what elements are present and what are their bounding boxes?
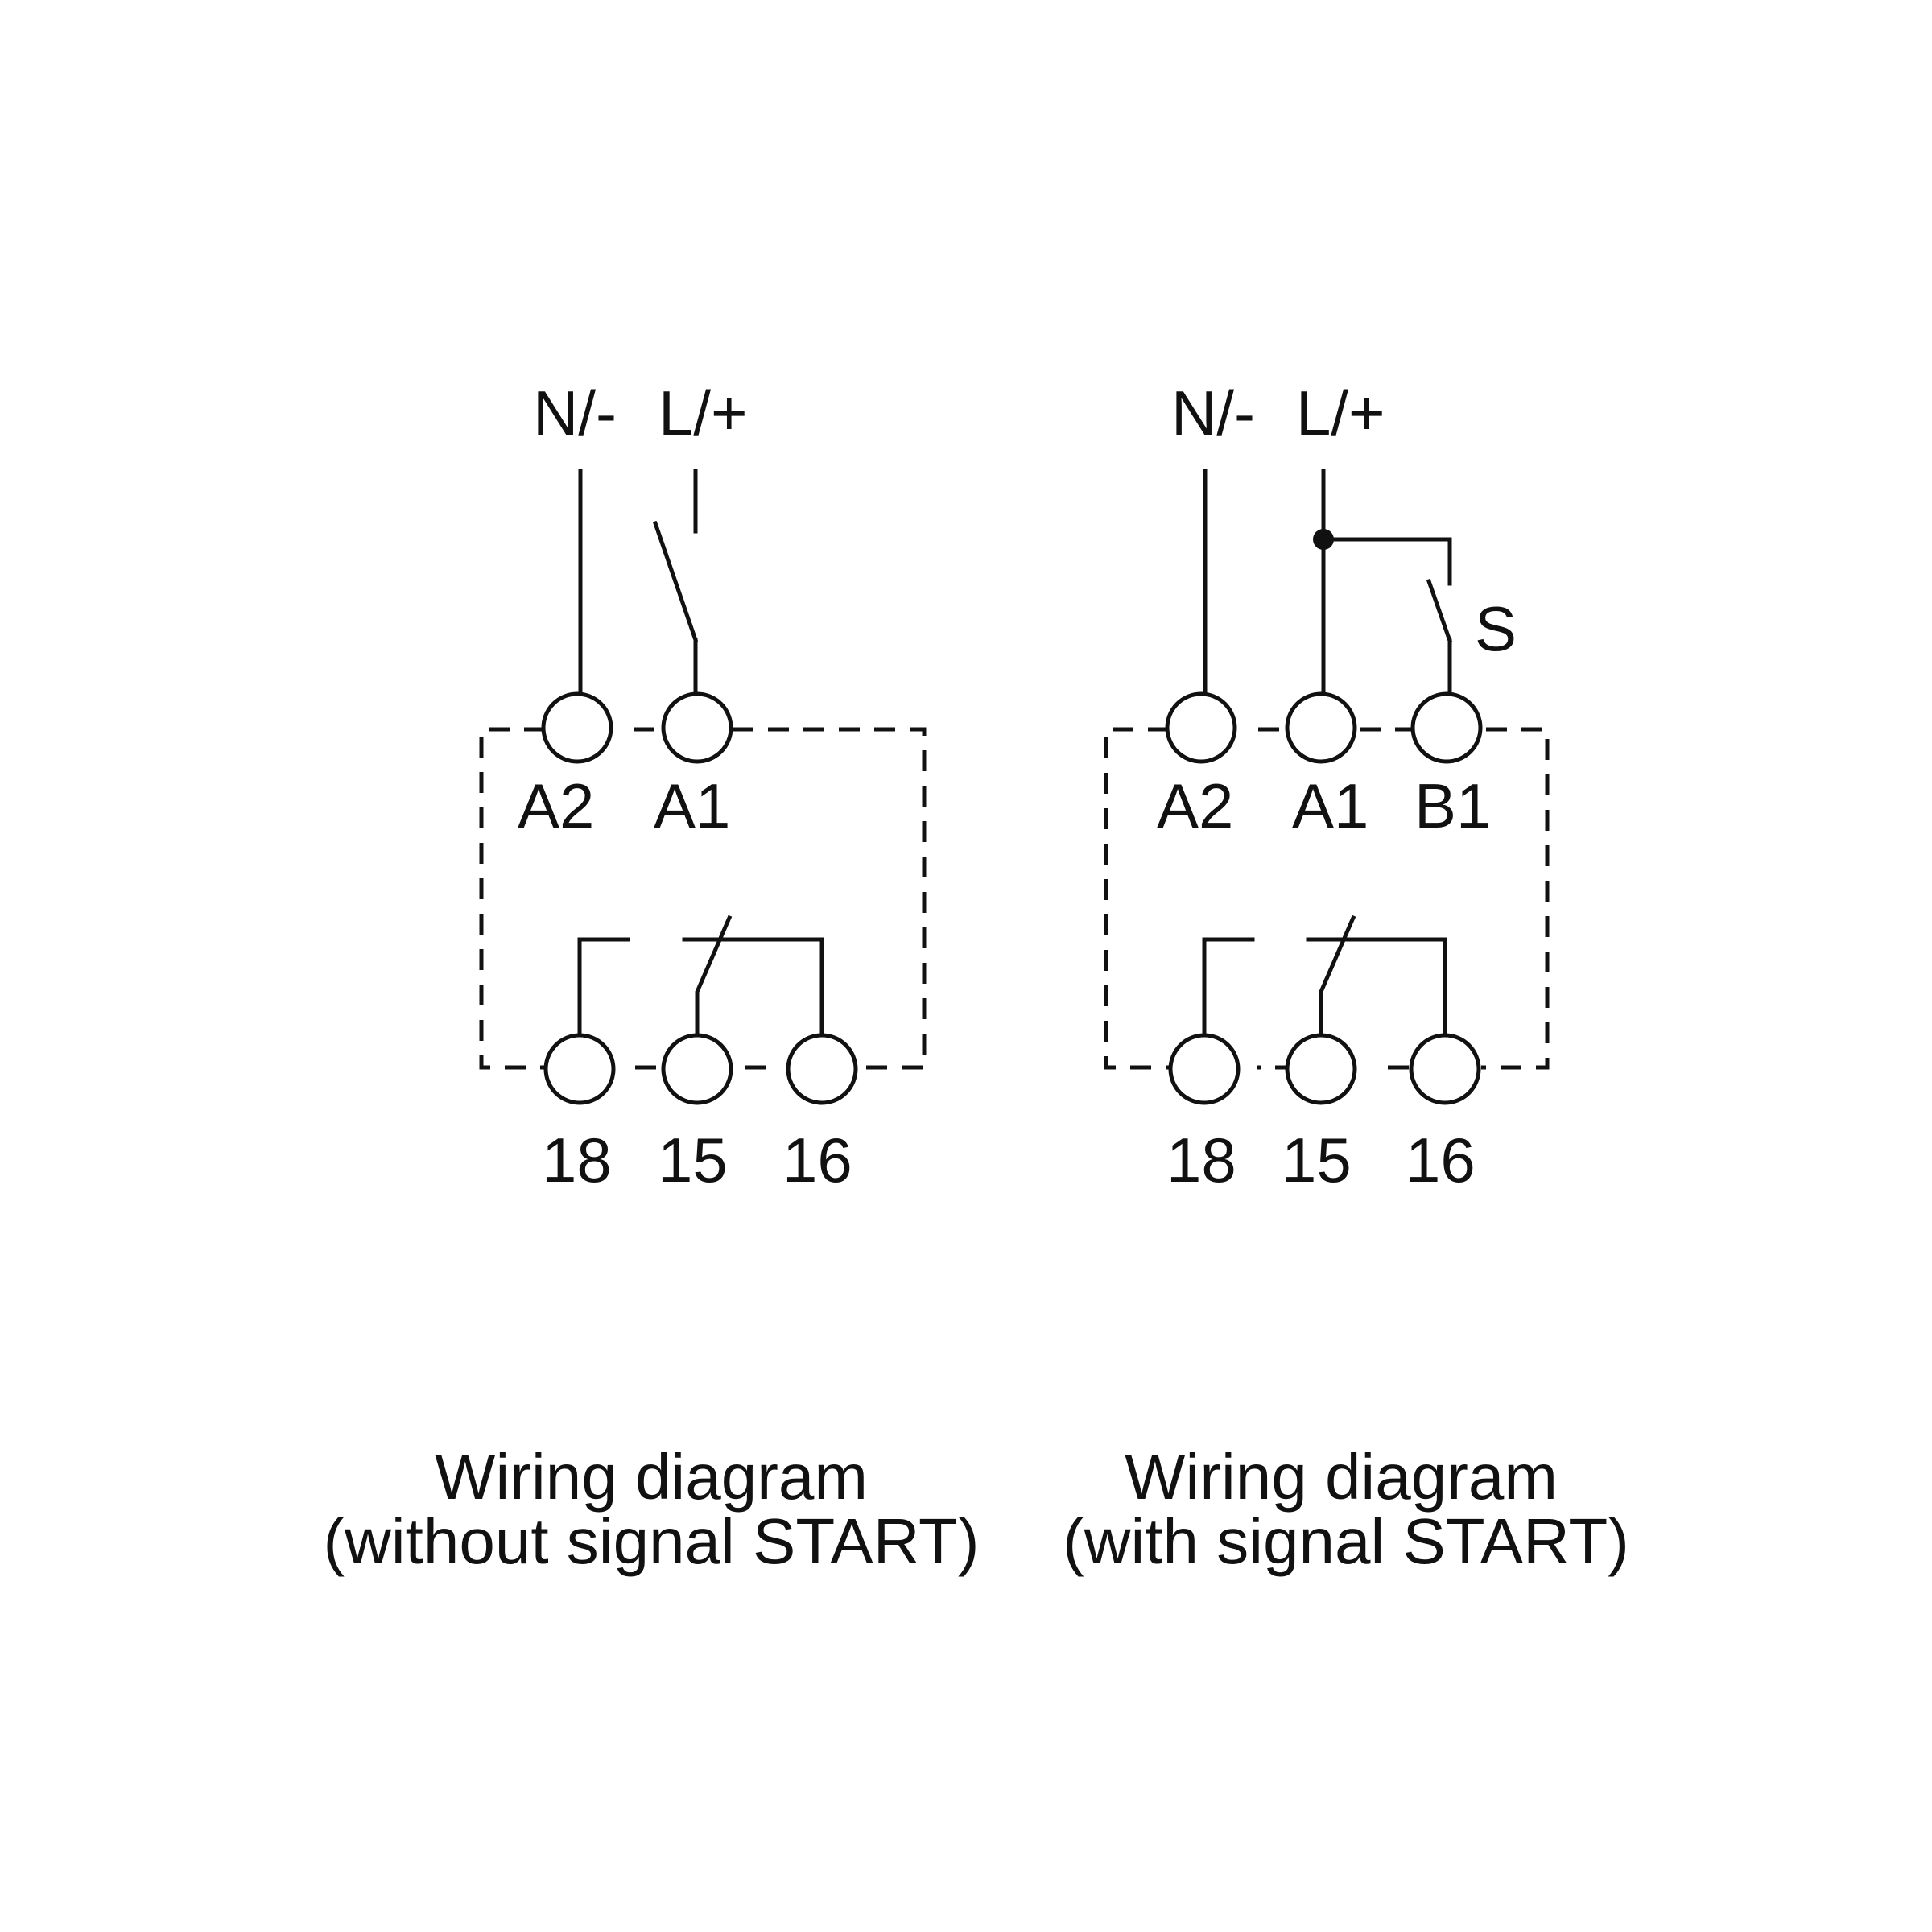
device-housing bbox=[479, 727, 927, 1070]
terminal-16 bbox=[1409, 1033, 1481, 1105]
supply-label-neutral: N/- bbox=[533, 378, 617, 448]
supply-label-line: L/+ bbox=[1296, 378, 1385, 448]
terminal-label-b1: B1 bbox=[1414, 770, 1491, 841]
terminal-b1 bbox=[1410, 691, 1483, 764]
start-switch-blade bbox=[1426, 578, 1453, 644]
diagram-without-start: N/- L/+ A2 A1 18 15 16 Wiring diagram (w… bbox=[323, 378, 979, 1577]
supply-label-line: L/+ bbox=[658, 378, 748, 448]
contact-common-leg bbox=[1319, 914, 1356, 1038]
terminal-label-a1: A1 bbox=[1292, 770, 1368, 841]
contact-no-leg bbox=[1306, 937, 1447, 1038]
caption-line-1: Wiring diagram bbox=[435, 1441, 868, 1513]
terminal-label-15: 15 bbox=[1282, 1125, 1352, 1195]
caption-line-1: Wiring diagram bbox=[1125, 1441, 1558, 1513]
terminal-16 bbox=[786, 1033, 858, 1105]
contact-common-leg bbox=[695, 914, 733, 1038]
terminal-label-16: 16 bbox=[782, 1125, 852, 1195]
terminal-18 bbox=[543, 1033, 616, 1105]
terminal-label-18: 18 bbox=[1166, 1125, 1236, 1195]
contact-nc-leg bbox=[1202, 937, 1255, 1038]
branch-wire bbox=[1321, 537, 1452, 586]
switch-blade bbox=[652, 520, 699, 643]
terminal-15 bbox=[1285, 1033, 1357, 1105]
terminal-label-15: 15 bbox=[658, 1125, 728, 1195]
terminal-a1 bbox=[1285, 691, 1357, 764]
terminal-a2 bbox=[541, 691, 613, 764]
terminal-a1 bbox=[661, 691, 733, 764]
contact-no-leg bbox=[682, 937, 824, 1038]
supply-label-neutral: N/- bbox=[1171, 378, 1255, 448]
diagram-with-start: N/- L/+ S A2 A1 B1 18 15 16 Wiring dia bbox=[1063, 378, 1629, 1577]
device-housing bbox=[1104, 727, 1550, 1070]
terminal-15 bbox=[661, 1033, 733, 1105]
terminal-label-16: 16 bbox=[1406, 1125, 1476, 1195]
terminal-18 bbox=[1168, 1033, 1241, 1105]
contact-nc-leg bbox=[577, 937, 630, 1038]
terminal-label-18: 18 bbox=[542, 1125, 612, 1195]
terminal-label-a1: A1 bbox=[654, 770, 730, 841]
caption-line-2: (without signal START) bbox=[323, 1505, 979, 1577]
caption-line-2: (with signal START) bbox=[1063, 1505, 1629, 1577]
terminal-label-a2: A2 bbox=[518, 770, 594, 841]
terminal-a2 bbox=[1165, 691, 1237, 764]
switch-label-s: S bbox=[1475, 593, 1517, 664]
terminal-label-a2: A2 bbox=[1157, 770, 1233, 841]
